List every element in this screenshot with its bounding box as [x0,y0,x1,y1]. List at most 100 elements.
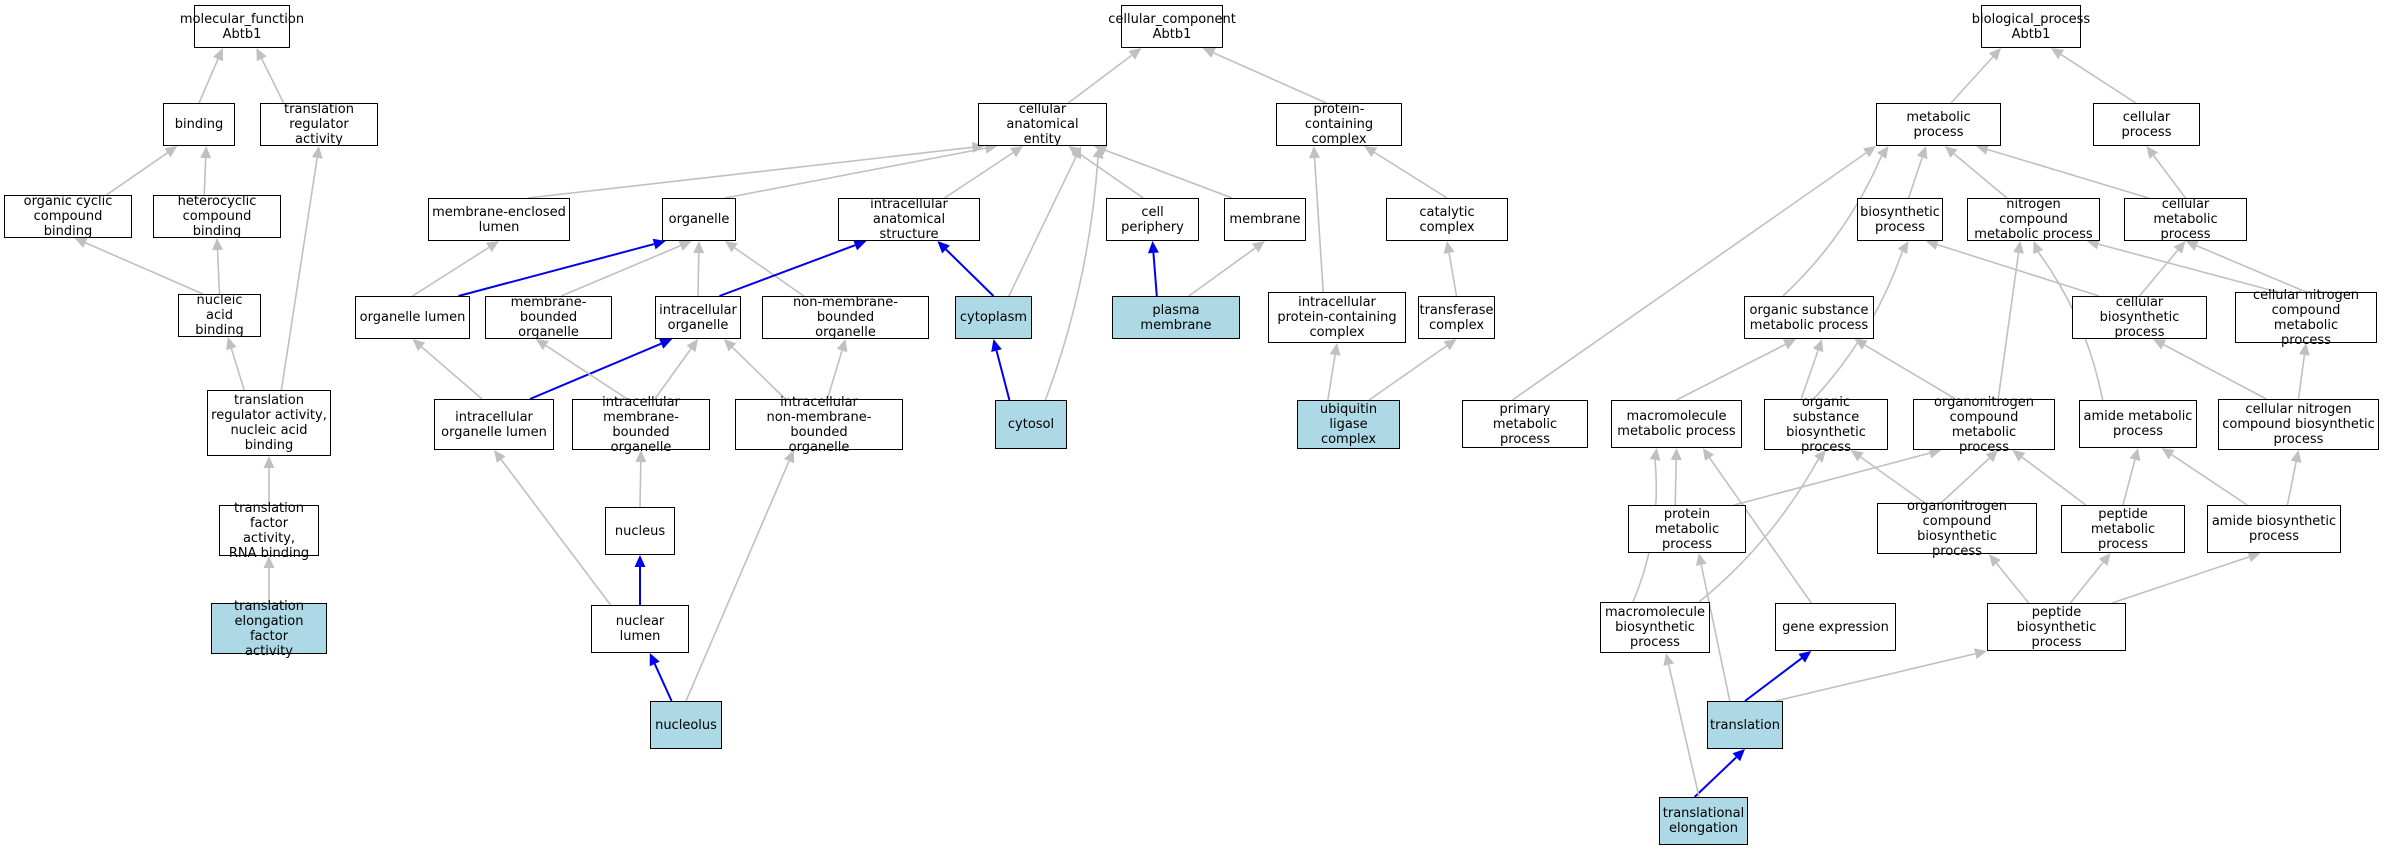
arrowhead-binding-to-mf_root [212,48,224,62]
arrowhead-nmbo-to-organelle [724,241,738,253]
arrowhead-amp-to-ncmp [2033,241,2044,255]
arrowhead-cae-to-cc_root [1128,48,1142,60]
arrowhead-pbp-to-abp [2247,551,2261,563]
edge-ocmp-to-ncmp [1997,252,2020,400]
arrowhead-translation-to-pbp [1974,648,1987,660]
node-ubiquitin-ligase-complex[interactable]: ubiquitin ligase complex [1297,400,1400,449]
arrowhead-cytosol-to-cae [1092,146,1104,159]
node-cellular-biosynthetic-process[interactable]: cellular biosynthetic process [2072,295,2207,340]
node-peptide-biosynthetic-process[interactable]: peptide biosynthetic process [1987,603,2126,651]
node-organelle[interactable]: organelle [662,198,736,241]
arrowhead-org_lumen-to-mel [485,241,499,253]
node-transferase-complex[interactable]: transferase complex [1418,296,1495,339]
node-nitrogen-compound-metabolic-process[interactable]: nitrogen compound metabolic process [1967,197,2100,242]
node-amide-metabolic-process[interactable]: amide metabolic process [2079,400,2197,448]
node-metabolic-process[interactable]: metabolic process [1876,103,2001,146]
edge-trelong-to-mbp [1667,664,1700,798]
arrowhead-imbo-to-mbo [535,339,549,351]
arrowhead-nucleolus-to-inmbo [784,450,795,464]
edge-membrane-to-cae [1105,149,1233,199]
node-cell-periphery[interactable]: cell periphery [1106,198,1199,241]
node-translation-factor-rna-binding[interactable]: translation factor activity, RNA binding [219,501,319,561]
arrowhead-transferase-to-catcomp [1443,241,1455,254]
node-membrane[interactable]: membrane [1224,198,1306,241]
node-translation-regulator-nucleic-acid-binding[interactable]: translation regulator activity, nucleic … [207,390,331,456]
node-amide-biosynthetic-process[interactable]: amide biosynthetic process [2207,505,2341,553]
arrowhead-tr_na-to-trans_reg [311,146,323,159]
arrowhead-cmp-to-metab [1976,144,1990,155]
node-non-membrane-bounded-organelle[interactable]: non-membrane-bounded organelle [762,295,929,340]
node-cellular-nitrogen-compound-biosynthetic-process[interactable]: cellular nitrogen compound biosynthetic … [2218,399,2379,450]
node-gene-expression[interactable]: gene expression [1775,603,1896,651]
node-intracellular-organelle[interactable]: intracellular organelle [655,296,741,339]
edge-pbp-to-ocbp [1995,562,2030,604]
node-membrane-enclosed-lumen[interactable]: membrane-enclosed lumen [428,198,570,241]
node-protein-containing-complex[interactable]: protein-containing complex [1276,102,1402,147]
edge-cytosol-to-cae [1044,157,1099,401]
arrowhead-nucleolus-to-nuc_lumen [649,653,660,667]
node-intracellular-non-membrane-bounded-organelle[interactable]: intracellular non-membrane-bounded organ… [735,395,903,455]
node-binding[interactable]: binding [163,103,235,146]
arrowhead-tef-to-tf_rna [263,556,275,568]
node-translation-regulator-activity[interactable]: translation regulator activity [260,102,378,147]
node-cellular-anatomical-entity[interactable]: cellular anatomical entity [978,102,1107,147]
node-membrane-bounded-organelle[interactable]: membrane-bounded organelle [485,295,612,340]
edge-tr_na-to-trans_reg [280,157,318,391]
node-macromolecule-biosynthetic-process[interactable]: macromolecule biosynthetic process [1600,602,1710,653]
edge-cncbp-to-cbp [2163,343,2267,400]
arrowhead-trans_reg-to-mf_root [256,48,267,62]
node-translation-elongation-factor-activity[interactable]: translation elongation factor activity [211,599,327,659]
arrowhead-metab-to-bp_root [1988,48,2001,61]
edge-cncbp-to-cncmp [2297,354,2306,400]
node-cellular-nitrogen-compound-metabolic-process[interactable]: cellular nitrogen compound metabolic pro… [2235,288,2377,348]
node-nuclear-lumen[interactable]: nuclear lumen [591,605,689,653]
node-intracellular-protein-containing-complex[interactable]: intracellular protein-containing complex [1268,292,1406,343]
arrowhead-imbo-to-io [686,339,698,352]
node-nucleus[interactable]: nucleus [605,507,675,555]
node-cellular-metabolic-process[interactable]: cellular metabolic process [2124,197,2247,242]
arrowhead-org_cyc-to-binding [164,146,178,158]
arrowhead-pbp-to-ocbp [1989,554,2001,567]
arrowhead-protmp-to-mmp [1670,448,1682,461]
edge-transferase-to-catcomp [1448,252,1458,297]
node-biological-process-root[interactable]: biological_process Abtb1 [1972,5,2090,48]
node-organic-substance-metabolic-process[interactable]: organic substance metabolic process [1744,296,1874,339]
node-nucleolus[interactable]: nucleolus [650,701,722,749]
node-protein-metabolic-process[interactable]: protein metabolic process [1628,505,1746,553]
arrowhead-mmp-to-osmp [1782,339,1796,350]
node-translation[interactable]: translation [1707,701,1783,749]
node-cytosol[interactable]: cytosol [995,400,1067,449]
node-cellular-process[interactable]: cellular process [2093,103,2200,146]
arrowhead-na_binding-to-org_cyc [74,237,88,248]
node-organelle-lumen[interactable]: organelle lumen [355,296,470,339]
arrowhead-catcomp-to-pcc [1364,146,1378,158]
node-cellular-component-root[interactable]: cellular_component Abtb1 [1108,5,1236,48]
edge-osbp-to-osmp [1800,350,1819,400]
node-cytoplasm[interactable]: cytoplasm [955,296,1032,339]
arrowhead-nuc_lumen-to-nucleus [634,555,646,567]
node-plasma-membrane[interactable]: plasma membrane [1112,296,1240,339]
node-peptide-metabolic-process[interactable]: peptide metabolic process [2061,505,2185,553]
node-translational-elongation[interactable]: translational elongation [1659,797,1748,845]
node-intracellular-organelle-lumen[interactable]: intracellular organelle lumen [434,399,554,450]
edge-pepmp-to-ocmp [2021,456,2087,506]
edge-pm-to-membrane [1188,247,1256,297]
node-catalytic-complex[interactable]: catalytic complex [1386,198,1508,241]
edge-inmbo-to-io [731,346,786,400]
node-organonitrogen-compound-metabolic-process[interactable]: organonitrogen compound metabolic proces… [1913,395,2055,455]
arrowhead-cellproc-to-bp_root [2051,48,2065,60]
node-nucleic-acid-binding[interactable]: nucleic acid binding [178,293,261,338]
edge-nuc_lumen-to-iol [500,459,612,606]
node-molecular-function-root[interactable]: molecular_function Abtb1 [180,5,304,48]
arrowhead-abp-to-cncbp [2290,450,2302,463]
node-macromolecule-metabolic-process[interactable]: macromolecule metabolic process [1611,400,1742,448]
node-organic-cyclic-compound-binding[interactable]: organic cyclic compound binding [4,194,132,239]
node-heterocyclic-compound-binding[interactable]: heterocyclic compound binding [153,194,281,239]
node-intracellular-anatomical-structure[interactable]: intracellular anatomical structure [838,197,980,242]
node-primary-metabolic-process[interactable]: primary metabolic process [1462,400,1588,448]
node-organonitrogen-compound-biosynthetic-process[interactable]: organonitrogen compound biosynthetic pro… [1877,499,2037,559]
node-organic-substance-biosynthetic-process[interactable]: organic substance biosynthetic process [1764,395,1888,455]
node-biosynthetic-process[interactable]: biosynthetic process [1857,198,1943,241]
edge-ocmp-to-osmp [1864,344,1957,400]
node-intracellular-membrane-bounded-organelle[interactable]: intracellular membrane-bounded organelle [572,395,710,455]
